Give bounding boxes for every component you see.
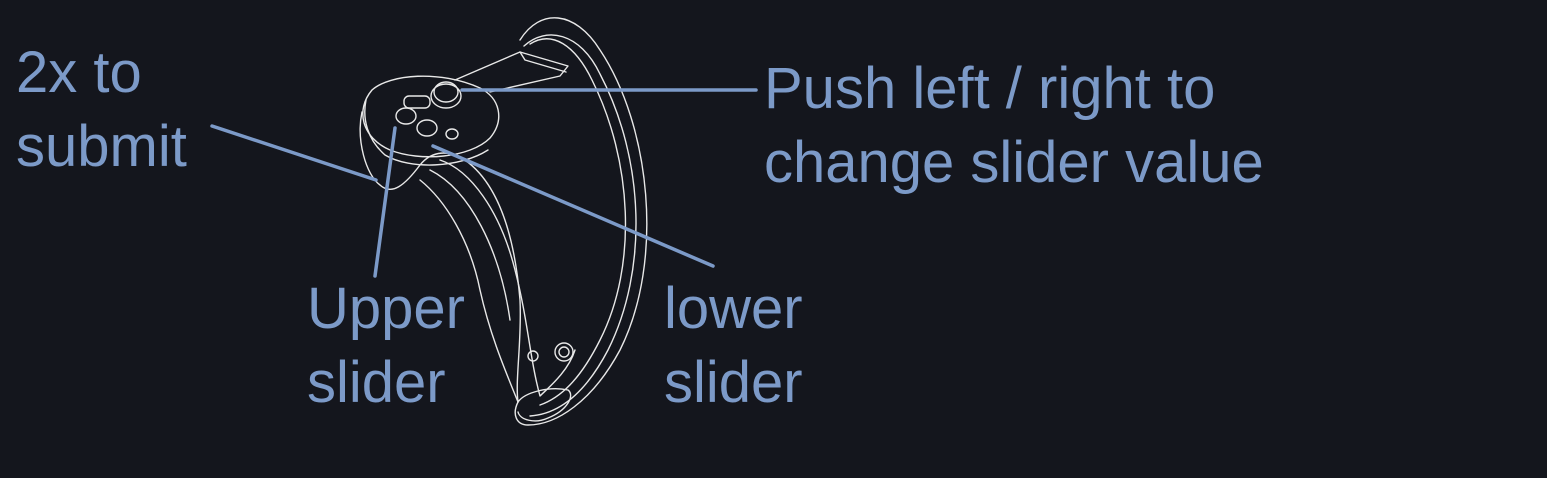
button-lower (416, 119, 438, 137)
controller-head-rim (364, 99, 489, 166)
thumbstick-base (430, 83, 462, 109)
tracking-ring-outer (514, 17, 648, 426)
leader-upper (373, 126, 397, 278)
leader-submit (210, 124, 378, 182)
controller-head (362, 75, 500, 158)
label-push-line1: Push left / right to (764, 56, 1216, 121)
trackpad (403, 95, 431, 109)
tracking-ring-inner (529, 38, 627, 406)
label-upper-line1: Upper (307, 276, 465, 341)
label-push-slider: Push left / right to change slider value (764, 52, 1264, 200)
connector-bar-edge (519, 51, 567, 73)
button-menu (445, 128, 459, 140)
label-upper-line2: slider (307, 350, 446, 415)
label-lower-line1: lower (664, 276, 803, 341)
label-lower-line2: slider (664, 350, 803, 415)
leader-lower (431, 144, 715, 268)
label-push-line2: change slider value (764, 130, 1264, 195)
port-small (527, 350, 539, 362)
port-large (554, 342, 574, 362)
label-upper-slider: Upper slider (307, 272, 465, 420)
tracking-ring-edge (523, 34, 637, 417)
label-double-press-submit: 2x to submit (16, 36, 187, 184)
connector-bar (454, 51, 569, 93)
thumbstick (433, 81, 459, 103)
label-submit-line1: 2x to (16, 40, 142, 105)
port-large-inner (558, 346, 570, 358)
button-upper (395, 107, 417, 125)
controller-grip-back (439, 159, 576, 397)
label-lower-slider: lower slider (664, 272, 803, 420)
controller-grip-inner (429, 169, 511, 321)
annotation-lines (210, 88, 758, 278)
controller-grip-front (419, 179, 519, 403)
label-submit-line2: submit (16, 114, 187, 179)
